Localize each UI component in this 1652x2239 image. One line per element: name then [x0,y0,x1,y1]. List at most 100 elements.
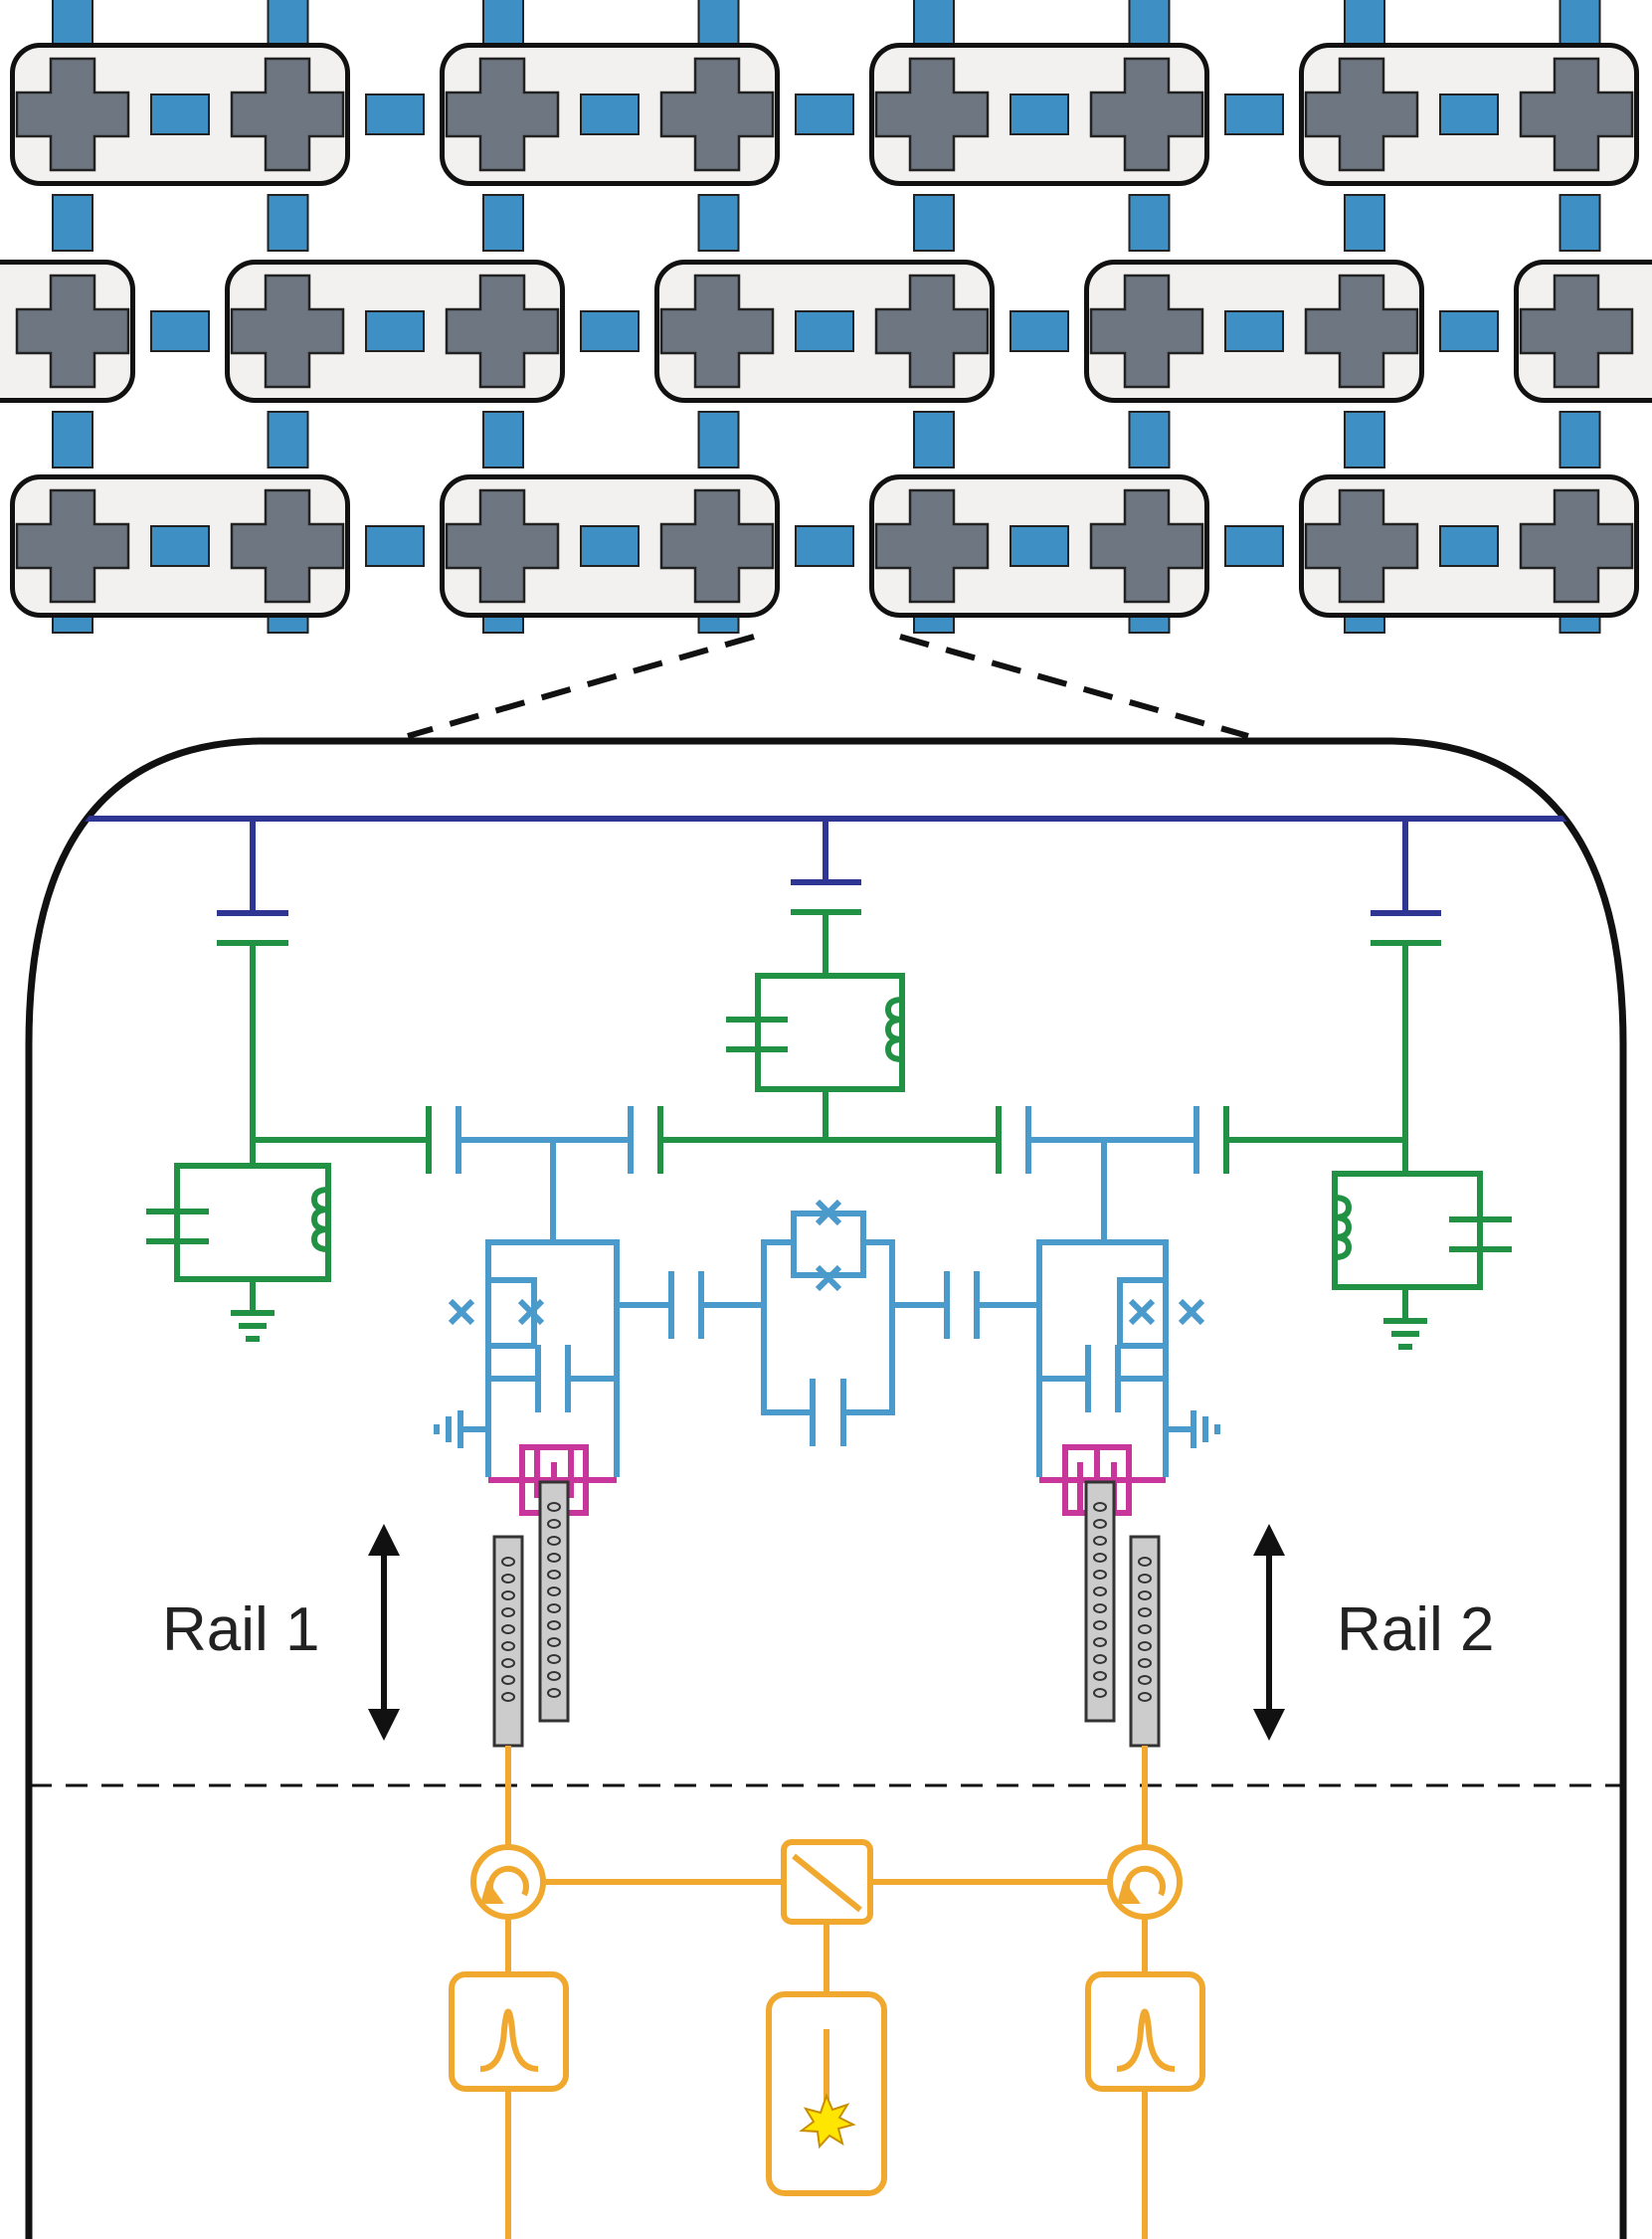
coupler-icon [580,525,640,567]
coupler-icon [1559,411,1601,468]
transducers [488,1444,1166,1516]
waveguide-hole [1138,1692,1152,1702]
qubit-cross-icon [1519,274,1634,389]
josephson-junction-icon [815,1264,842,1292]
rail-arrows [368,1524,1285,1741]
coupler-icon [1010,310,1069,352]
resonator-circuits [146,909,1512,1350]
josephson-junction-icon [448,1298,475,1326]
waveguide-hole [1093,1620,1107,1630]
waveguide-hole [547,1654,561,1664]
zoom-lines [407,634,1249,739]
qubit-cross-icon [1304,274,1419,389]
waveguide-hole [1138,1590,1152,1600]
waveguide-hole [501,1557,515,1567]
coupler-icon [1559,0,1601,51]
coupler-icon [697,194,740,252]
filter-icon [1085,1971,1205,2092]
left-resonator-tank [174,1140,331,1282]
qubit-cross-icon [1519,488,1634,604]
waveguide-hole [1138,1607,1152,1617]
inductor-icon [884,997,903,1062]
rail-2-label: Rail 2 [1337,1595,1495,1664]
qubit-cross-icon [874,57,990,172]
waveguide-hole [501,1675,515,1685]
waveguide-hole [1138,1574,1152,1584]
coupler-icon [150,525,210,567]
waveguide-hole [547,1671,561,1681]
waveguide-hole [1093,1586,1107,1596]
waveguide-hole [1093,1536,1107,1546]
coupler-icon [150,310,210,352]
waveguide-hole [1138,1658,1152,1668]
waveguide-hole [547,1553,561,1563]
waveguide-hole [501,1607,515,1617]
coupler-icon [580,93,640,135]
waveguide-hole [547,1688,561,1698]
coupler-icon [267,194,309,252]
coupler-icon [795,310,854,352]
waveguide-hole [547,1536,561,1546]
waveguide-hole [1093,1502,1107,1512]
coupler-icon [1010,93,1069,135]
qubit-cross-icon [445,488,560,604]
qubit-cross-icon [230,274,345,389]
coupler-icon [697,0,740,51]
waveguide-hole [1093,1570,1107,1580]
coupler-icon [1224,525,1284,567]
squid-right [1117,1277,1166,1349]
waveguide-hole [1093,1553,1107,1563]
qubit-cross-icon [659,488,775,604]
ground-icon [1383,1318,1427,1350]
double-arrow-icon [1253,1524,1285,1741]
coupler-icon [1439,93,1499,135]
coupler-icon [1559,194,1601,252]
waveguide-rail1-b [538,1480,570,1723]
waveguide-hole [501,1658,515,1668]
coupler-icon [365,93,425,135]
josephson-junction-icon [517,1298,545,1326]
waveguides [492,1480,1161,1748]
ground-icon [231,1310,275,1342]
coupler-icon [1128,194,1171,252]
coupler-icon [1128,411,1171,468]
waveguide-hole [1138,1675,1152,1685]
waveguide-hole [547,1502,561,1512]
waveguide-hole [1093,1603,1107,1613]
waveguide-hole [547,1603,561,1613]
coupling-bus [29,816,1623,916]
zoom-line-right [899,634,1249,739]
waveguide-hole [1093,1654,1107,1664]
coupler-icon [365,525,425,567]
coupler-icon [267,411,309,468]
inductor-icon [310,1187,329,1252]
center-resonator-tank [755,973,905,1092]
qubit-cross-icon [445,274,560,389]
waveguide-hole [1138,1557,1152,1567]
waveguide-rail2-a [1084,1480,1116,1723]
qubit-cross-icon [659,57,775,172]
coupler-icon [482,411,524,468]
waveguide-hole [1138,1641,1152,1651]
qubit-circuits [434,1106,1220,1477]
qubit-cross-icon [1089,488,1204,604]
coupler-icon [795,93,854,135]
qubit-cross-icon [1519,57,1634,172]
coupler-icon [1439,525,1499,567]
waveguide-hole [501,1692,515,1702]
right-resonator-tank [1332,1171,1483,1290]
qubit-cross-icon [874,488,990,604]
filter-icon [449,1971,569,2092]
qubit-cross-icon [15,274,130,389]
coupler-icon [52,194,93,252]
ground-icon [1191,1410,1220,1448]
qubit-cross-icon [1304,488,1419,604]
waveguide-hole [1093,1671,1107,1681]
coupler-icon [52,0,93,51]
coupler-icon [482,194,524,252]
coupler-icon [1344,0,1385,51]
waveguide-hole [1093,1519,1107,1529]
ground-icon [434,1410,463,1448]
coupler-icon [1224,93,1284,135]
